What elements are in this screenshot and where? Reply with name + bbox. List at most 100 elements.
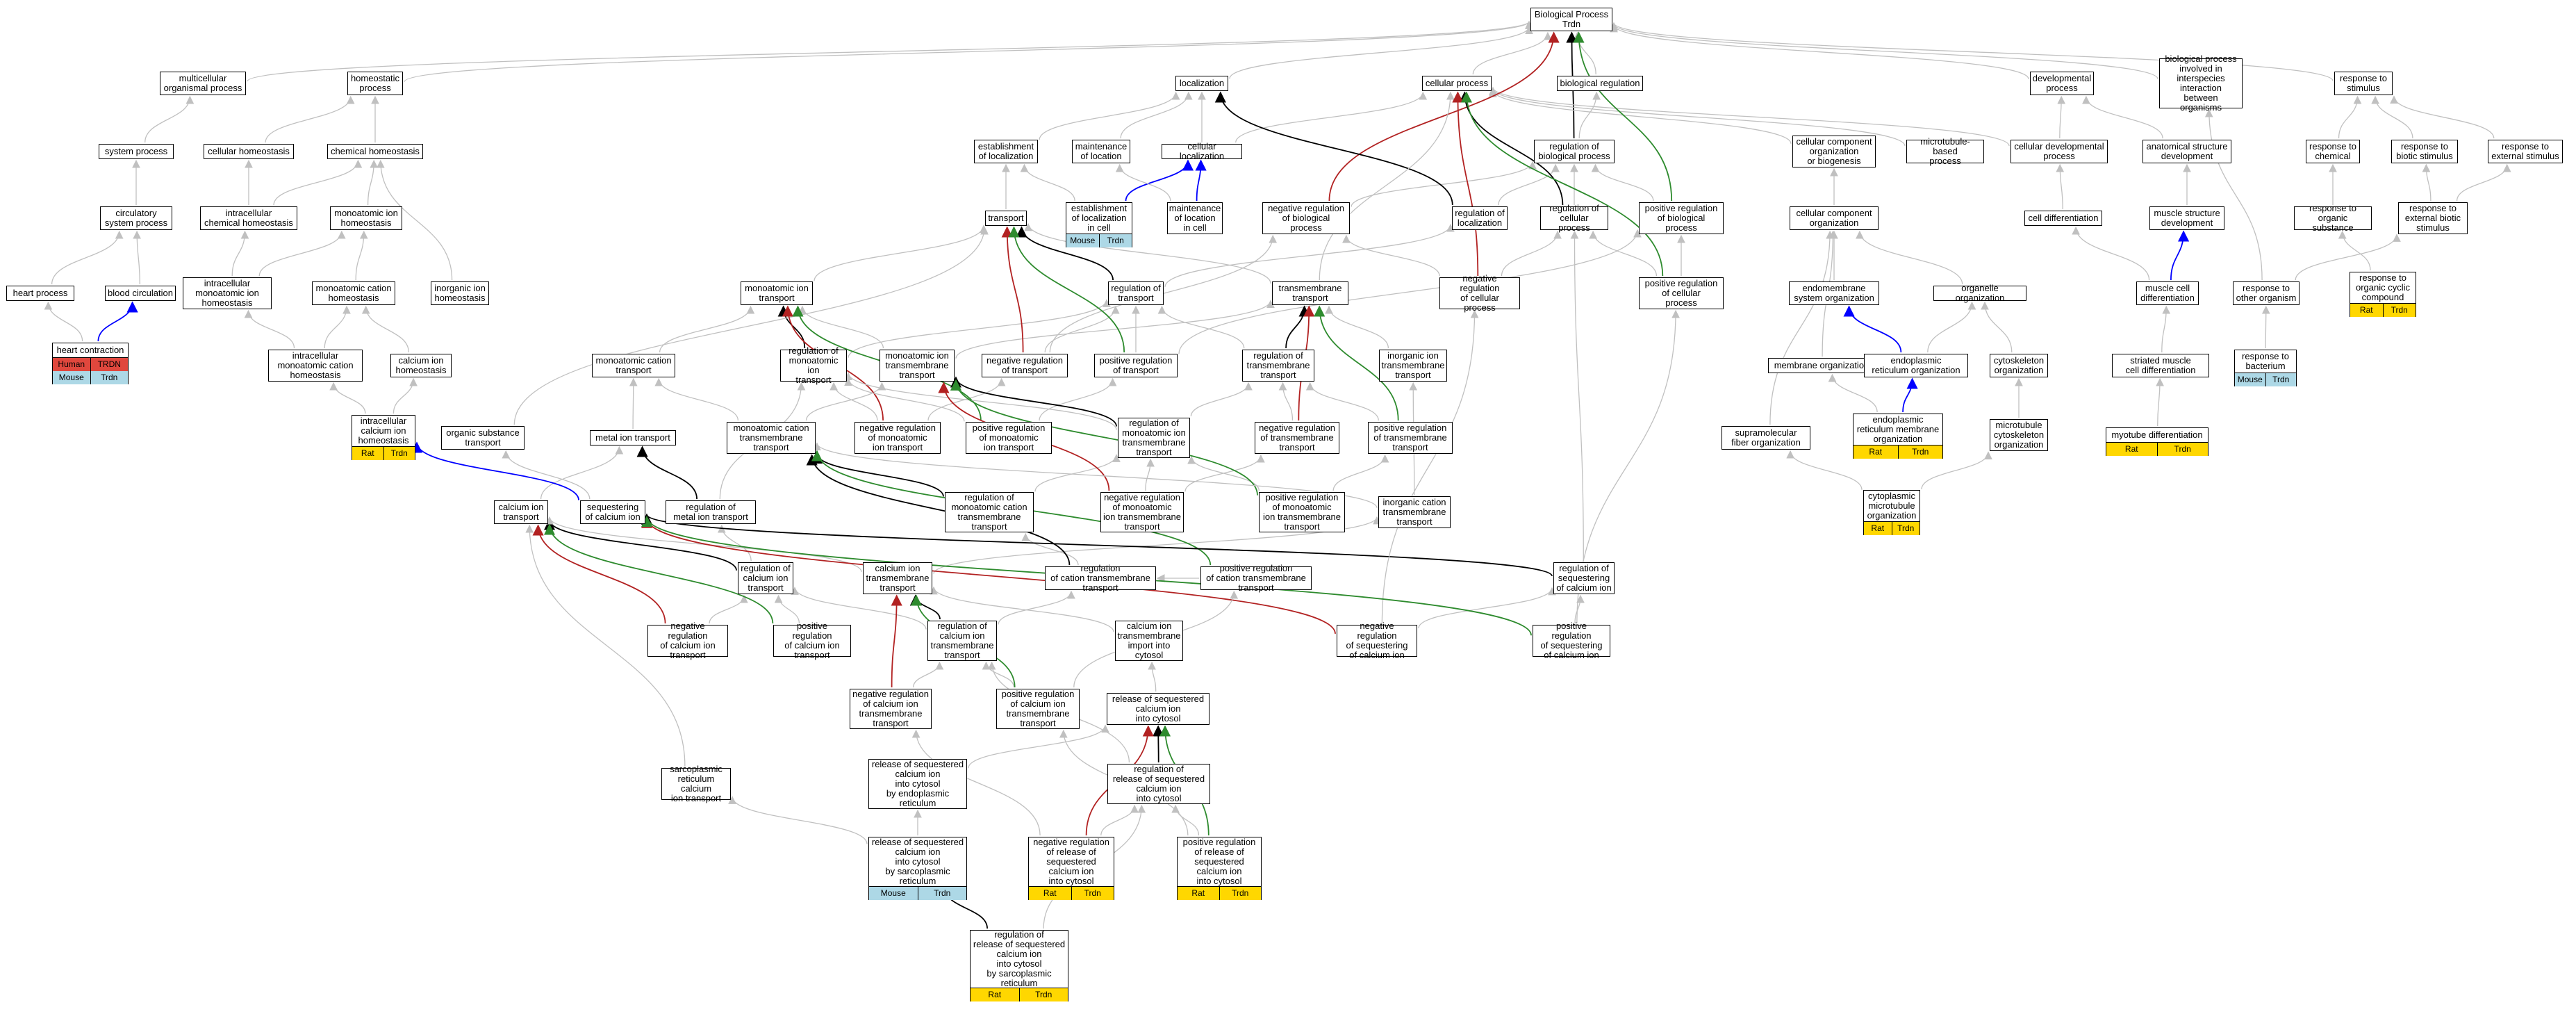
rat-annotation-tag[interactable]: Rat — [2106, 443, 2157, 456]
go-term-node[interactable]: microtubule-based process — [1906, 137, 1984, 166]
go-term-node[interactable]: response to other organism — [2233, 281, 2300, 305]
go-term-node[interactable]: response to organic cyclic compound — [2350, 272, 2416, 304]
go-term-node[interactable]: regulation of calcium ion transport — [738, 562, 793, 594]
mouse-annotation-tag[interactable]: Mouse — [869, 887, 918, 900]
go-term-node[interactable]: regulation of transport — [1108, 281, 1164, 305]
go-term-node[interactable]: response to bacterium — [2234, 350, 2297, 373]
go-term-node[interactable]: regulation of calcium ion transmembrane … — [927, 621, 997, 661]
go-term-node[interactable]: membrane organization — [1768, 358, 1875, 373]
go-term-node[interactable]: positive regulation of cellular process — [1639, 277, 1724, 309]
go-term-node[interactable]: positive regulation of release of seques… — [1177, 837, 1262, 887]
go-term-node[interactable]: sarcoplasmic reticulum calcium ion trans… — [661, 764, 731, 803]
go-term-node[interactable]: positive regulation of sequestering of c… — [1533, 621, 1610, 660]
go-term-node[interactable]: transmembrane transport — [1272, 281, 1348, 305]
go-term-node[interactable]: positive regulation of cation transmembr… — [1200, 564, 1312, 593]
go-term-node[interactable]: maintenance of location — [1072, 140, 1130, 163]
rat-annotation-tag[interactable]: Trdn — [1018, 988, 1068, 1001]
go-term-node[interactable]: biological process involved in interspec… — [2159, 54, 2243, 113]
mouse-annotation-tag[interactable]: Mouse — [1066, 234, 1099, 247]
go-term-node[interactable]: Biological Process Trdn — [1530, 8, 1612, 31]
go-term-node[interactable]: release of sequestered calcium ion into … — [868, 759, 967, 809]
mouse-annotation-tag[interactable]: Trdn — [917, 887, 966, 900]
go-term-node[interactable]: calcium ion transmembrane transport — [863, 562, 932, 594]
mouse-annotation-tag[interactable]: Trdn — [1098, 234, 1132, 247]
go-term-node[interactable]: establishment of localization — [974, 140, 1038, 163]
go-term-node[interactable]: localization — [1175, 76, 1228, 91]
rat-annotation-tag[interactable]: Rat — [1029, 887, 1071, 900]
go-term-node[interactable]: biological regulation — [1557, 76, 1643, 91]
go-term-node[interactable]: negative regulation of cellular process — [1439, 274, 1520, 313]
rat-annotation-tag[interactable]: Rat — [1853, 445, 1898, 459]
go-term-node[interactable]: negative regulation of calcium ion trans… — [647, 621, 728, 660]
go-term-node[interactable]: microtubule cytoskeleton organization — [1990, 419, 2048, 451]
go-term-node[interactable]: regulation of cation transmembrane trans… — [1045, 564, 1156, 593]
rat-annotation-tag[interactable]: Trdn — [1071, 887, 1114, 900]
rat-annotation-tag[interactable]: Rat — [1178, 887, 1219, 900]
go-term-node[interactable]: organic substance transport — [441, 426, 525, 450]
go-term-node[interactable]: homeostatic process — [347, 72, 403, 95]
go-term-node[interactable]: monoatomic ion homeostasis — [330, 206, 402, 230]
mouse-annotation-tag[interactable]: Trdn — [90, 371, 128, 384]
go-term-node[interactable]: intracellular monoatomic cation homeosta… — [268, 350, 363, 382]
go-term-node[interactable]: sequestering of calcium ion — [580, 500, 645, 524]
go-term-node[interactable]: monoatomic cation homeostasis — [312, 281, 395, 305]
go-term-node[interactable]: endoplasmic reticulum membrane organizat… — [1853, 414, 1943, 445]
go-term-node[interactable]: positive regulation of biological proces… — [1639, 202, 1724, 234]
go-term-node[interactable]: organelle organization — [1933, 284, 2026, 303]
rat-annotation-tag[interactable]: Trdn — [2382, 304, 2416, 317]
go-term-node[interactable]: intracellular monoatomic ion homeostasis — [183, 277, 272, 309]
go-term-node[interactable]: regulation of release of sequestered cal… — [970, 930, 1068, 988]
go-term-node[interactable]: anatomical structure development — [2142, 140, 2231, 163]
go-term-node[interactable]: response to external biotic stimulus — [2398, 202, 2468, 234]
go-term-node[interactable]: maintenance of location in cell — [1167, 202, 1223, 234]
go-term-node[interactable]: release of sequestered calcium ion into … — [1107, 693, 1209, 725]
go-term-node[interactable]: positive regulation of transmembrane tra… — [1368, 422, 1453, 454]
go-term-node[interactable]: multicellular organismal process — [160, 72, 246, 95]
rat-annotation-tag[interactable]: Rat — [2350, 304, 2383, 317]
go-term-node[interactable]: monoatomic ion transport — [741, 281, 813, 305]
go-term-node[interactable]: chemical homeostasis — [327, 144, 423, 159]
go-term-node[interactable]: establishment of localization in cell — [1066, 202, 1132, 234]
go-term-node[interactable]: myotube differentiation — [2106, 427, 2208, 443]
go-term-node[interactable]: transport — [985, 211, 1027, 226]
rat-annotation-tag[interactable]: Rat — [352, 447, 383, 460]
rat-annotation-tag[interactable]: Trdn — [2156, 443, 2208, 456]
go-term-node[interactable]: cellular process — [1422, 76, 1492, 91]
go-term-node[interactable]: regulation of release of sequestered cal… — [1107, 764, 1210, 804]
go-term-node[interactable]: positive regulation of transport — [1094, 354, 1178, 377]
go-term-node[interactable]: regulation of transmembrane transport — [1242, 350, 1314, 382]
human-annotation-tag[interactable]: Human — [53, 358, 90, 371]
go-term-node[interactable]: striated muscle cell differentiation — [2112, 354, 2209, 377]
go-term-node[interactable]: positive regulation of calcium ion trans… — [773, 621, 851, 660]
go-term-node[interactable]: monoatomic cation transmembrane transpor… — [727, 422, 816, 454]
go-term-node[interactable]: cellular homeostasis — [204, 144, 294, 159]
rat-annotation-tag[interactable]: Trdn — [383, 447, 415, 460]
go-term-node[interactable]: inorganic cation transmembrane transport — [1378, 496, 1451, 528]
go-term-node[interactable]: muscle cell differentiation — [2136, 281, 2199, 305]
go-term-node[interactable]: response to stimulus — [2334, 72, 2393, 95]
rat-annotation-tag[interactable]: Rat — [971, 988, 1019, 1001]
go-term-node[interactable]: supramolecular fiber organization — [1722, 426, 1810, 450]
rat-annotation-tag[interactable]: Rat — [1864, 522, 1892, 535]
go-term-node[interactable]: heart process — [6, 286, 74, 301]
go-term-node[interactable]: response to organic substance — [2294, 204, 2372, 233]
go-term-node[interactable]: cytoplasmic microtubule organization — [1863, 490, 1920, 522]
go-term-node[interactable]: cytoskeleton organization — [1990, 354, 2048, 377]
human-annotation-tag[interactable]: TRDN — [90, 358, 128, 371]
go-term-node[interactable]: response to biotic stimulus — [2391, 140, 2458, 163]
go-term-node[interactable]: system process — [99, 144, 174, 159]
go-term-node[interactable]: endoplasmic reticulum organization — [1864, 354, 1968, 377]
go-term-node[interactable]: regulation of monoatomic ion transport — [780, 346, 847, 385]
go-term-node[interactable]: muscle structure development — [2149, 206, 2224, 230]
go-term-node[interactable]: positive regulation of calcium ion trans… — [996, 689, 1080, 729]
go-term-node[interactable]: endomembrane system organization — [1789, 281, 1879, 305]
go-term-node[interactable]: negative regulation of transport — [982, 354, 1068, 377]
go-term-node[interactable]: intracellular chemical homeostasis — [200, 206, 297, 230]
go-term-node[interactable]: cellular developmental process — [2011, 140, 2108, 163]
go-term-node[interactable]: inorganic ion transmembrane transport — [1379, 350, 1447, 382]
go-term-node[interactable]: negative regulation of monoatomic ion tr… — [854, 422, 941, 454]
go-term-node[interactable]: regulation of sequestering of calcium io… — [1553, 562, 1615, 594]
mouse-annotation-tag[interactable]: Mouse — [2235, 373, 2265, 386]
go-term-node[interactable]: regulation of monoatomic ion transmembra… — [1118, 418, 1190, 458]
go-term-node[interactable]: response to chemical — [2306, 140, 2360, 163]
